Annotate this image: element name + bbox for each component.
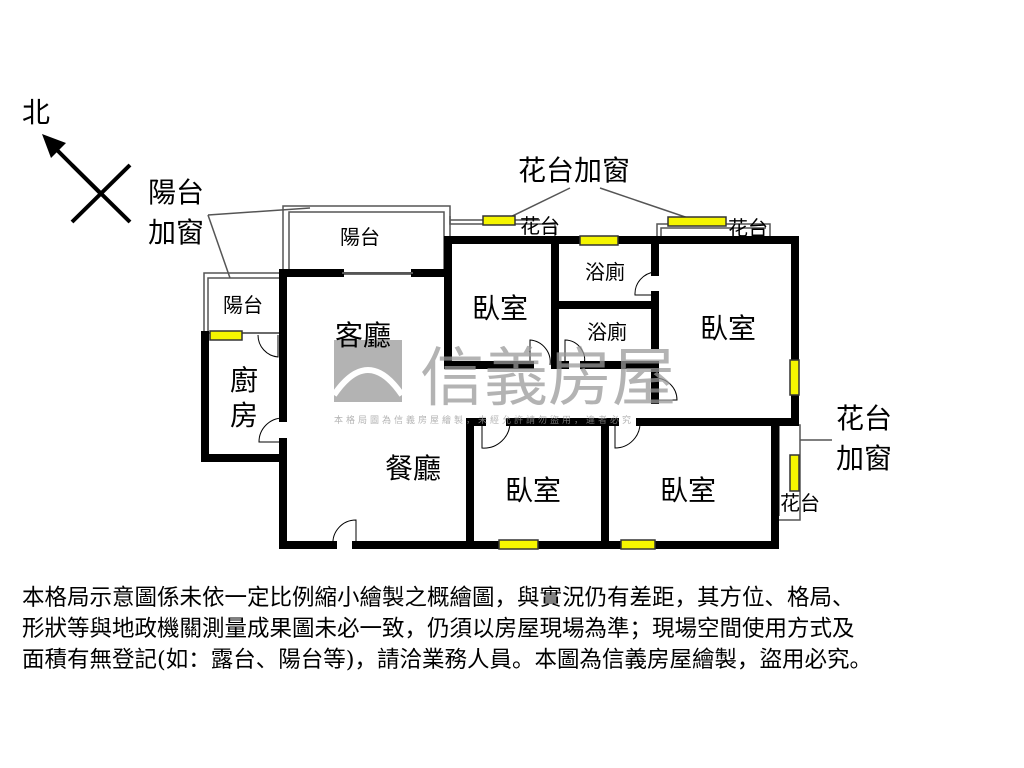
room-dining: 餐廳 (385, 452, 441, 485)
watermark-brand: 信義房屋 (420, 342, 676, 416)
room-bedroom-3: 臥室 (505, 474, 561, 507)
disclaimer: 本格局示意圖係未依一定比例縮小繪製之概繪圖，與實況仍有差距，其方位、格局、 形狀… (22, 583, 1012, 676)
windows (209, 215, 800, 550)
room-bathroom-2: 浴廁 (587, 320, 627, 344)
room-bedroom-4: 臥室 (660, 474, 716, 507)
room-bedroom-2: 臥室 (700, 312, 756, 345)
room-kitchen-1: 廚 (230, 364, 258, 397)
disclaimer-line: 本格局示意圖係未依一定比例縮小繪製之概繪圖，與實況仍有差距，其方位、格局、 (22, 585, 855, 611)
compass-label: 北 (22, 96, 50, 129)
room-bathroom-1: 浴廁 (585, 260, 625, 284)
disclaimer-line: 形狀等與地政機關測量成果圖未必一致，仍須以房屋現場為準；現場空間使用方式及 (22, 616, 855, 642)
room-bedroom-1: 臥室 (472, 292, 528, 325)
north-arrow-icon (42, 134, 132, 224)
balcony-window-label-2: 加窗 (148, 216, 204, 249)
room-planter-1: 花台 (520, 214, 560, 238)
room-balcony-top: 陽台 (340, 225, 380, 249)
leader-line (207, 214, 231, 279)
room-balcony-left: 陽台 (223, 293, 263, 317)
leader-line (207, 207, 311, 216)
walls (201, 236, 799, 549)
planter-window-top-label: 花台加窗 (518, 154, 630, 187)
doors (257, 271, 678, 546)
room-planter-2: 花台 (728, 216, 768, 240)
watermark: 信義房屋 本格局圖為信義房屋繪製，未經允許請勿盜用，違者必究 (331, 340, 676, 426)
disclaimer-line: 面積有無登記(如：露台、陽台等)，請洽業務人員。本圖為信義房屋繪製，盜用必究。 (22, 647, 873, 673)
balcony-window-label-1: 陽台 (148, 176, 204, 209)
room-living: 客廳 (335, 319, 391, 352)
room-kitchen-2: 房 (230, 399, 258, 432)
planter-window-right-label-2: 加窗 (836, 442, 892, 475)
watermark-subtext: 本格局圖為信義房屋繪製，未經允許請勿盜用，違者必究 (334, 414, 634, 426)
room-planter-3: 花台 (780, 491, 820, 515)
planter-window-right-label-1: 花台 (836, 402, 892, 435)
